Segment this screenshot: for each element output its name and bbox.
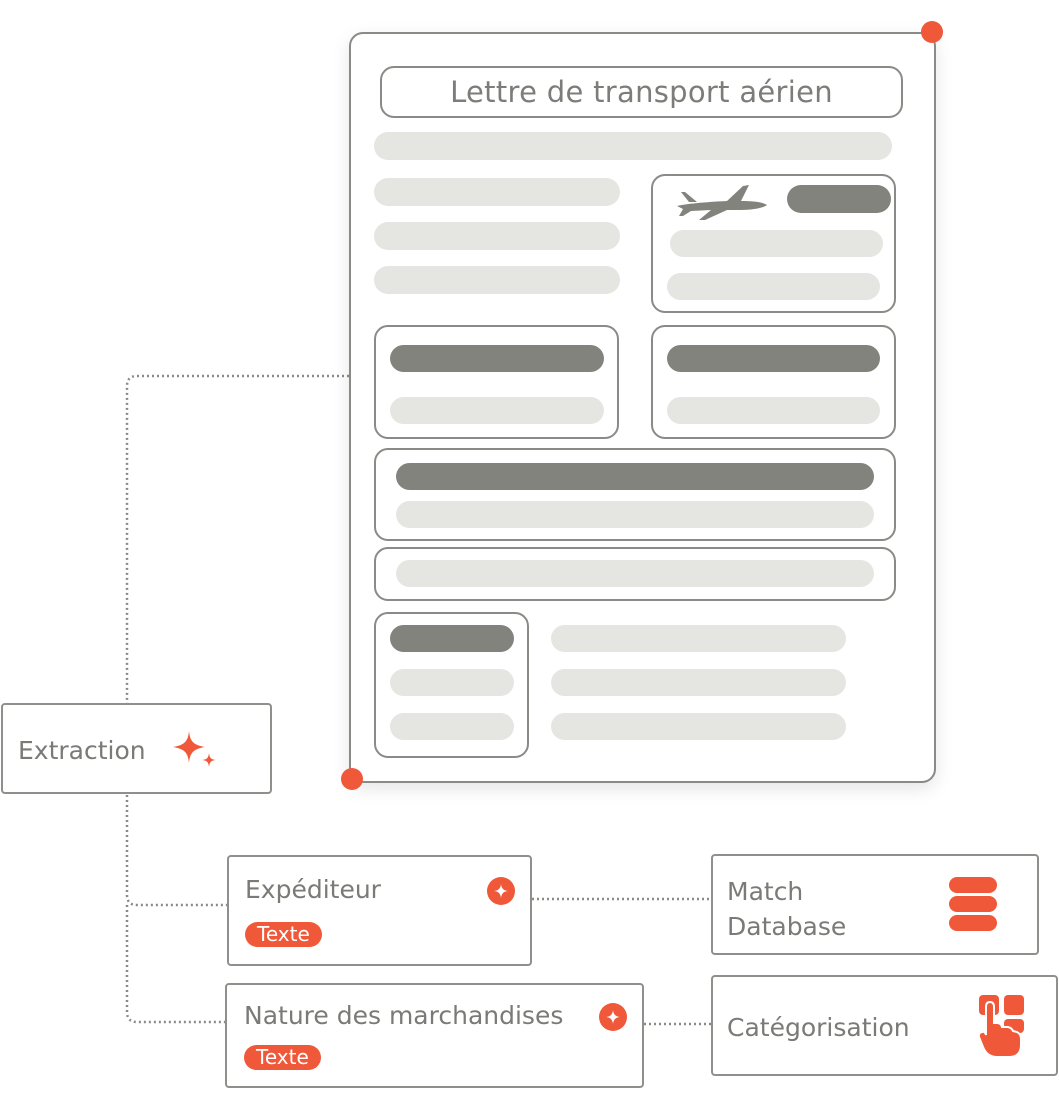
- extraction-to-expediteur-connector: [125, 795, 227, 907]
- categorisation-node: Catégorisation: [711, 975, 1058, 1076]
- field-node-expediteur: Expéditeur Texte: [227, 855, 532, 966]
- field-label: Expéditeur: [245, 875, 381, 904]
- corner-dot-top-right: [921, 21, 943, 43]
- placeholder-bar: [390, 669, 514, 696]
- action-label: Catégorisation: [727, 1013, 910, 1042]
- placeholder-bar: [396, 560, 874, 587]
- placeholder-bar: [667, 397, 880, 424]
- extraction-node: Extraction: [1, 703, 272, 794]
- placeholder-bar: [374, 132, 892, 160]
- placeholder-bar-dark: [667, 345, 880, 372]
- field-node-nature-marchandises: Nature des marchandises Texte: [225, 983, 644, 1088]
- sparkle-badge-icon: [487, 877, 515, 905]
- placeholder-bar: [396, 501, 874, 528]
- placeholder-bar: [390, 397, 604, 424]
- placeholder-bar: [667, 273, 880, 300]
- placeholder-bar: [551, 713, 846, 740]
- sparkle-icon: [173, 731, 216, 767]
- hand-pointer-icon: [977, 995, 1024, 1058]
- action-label-line1: Match: [727, 877, 804, 906]
- match-database-node: Match Database: [711, 854, 1039, 955]
- extraction-label: Extraction: [18, 736, 146, 765]
- placeholder-bar: [551, 625, 846, 652]
- type-tag: Texte: [244, 1045, 321, 1070]
- placeholder-bar: [374, 222, 620, 250]
- placeholder-bar: [551, 669, 846, 696]
- placeholder-bar: [390, 713, 514, 740]
- placeholder-bar: [670, 230, 883, 257]
- field-label: Nature des marchandises: [244, 1001, 564, 1030]
- placeholder-bar-dark: [390, 345, 604, 372]
- document-title: Lettre de transport aérien: [380, 66, 903, 118]
- airplane-icon: [677, 185, 767, 220]
- type-tag: Texte: [245, 922, 322, 947]
- extraction-to-nature-connector: [125, 905, 225, 1024]
- placeholder-bar-dark: [390, 625, 514, 652]
- corner-dot-bottom-left: [341, 768, 363, 790]
- placeholder-bar-dark: [787, 185, 891, 213]
- placeholder-bar: [374, 266, 620, 294]
- placeholder-bar-dark: [396, 463, 874, 490]
- doc-to-extraction-connector: [125, 374, 349, 703]
- sparkle-badge-icon: [599, 1003, 627, 1031]
- action-label-line2: Database: [727, 912, 847, 941]
- placeholder-bar: [374, 178, 620, 206]
- database-icon: [949, 877, 997, 931]
